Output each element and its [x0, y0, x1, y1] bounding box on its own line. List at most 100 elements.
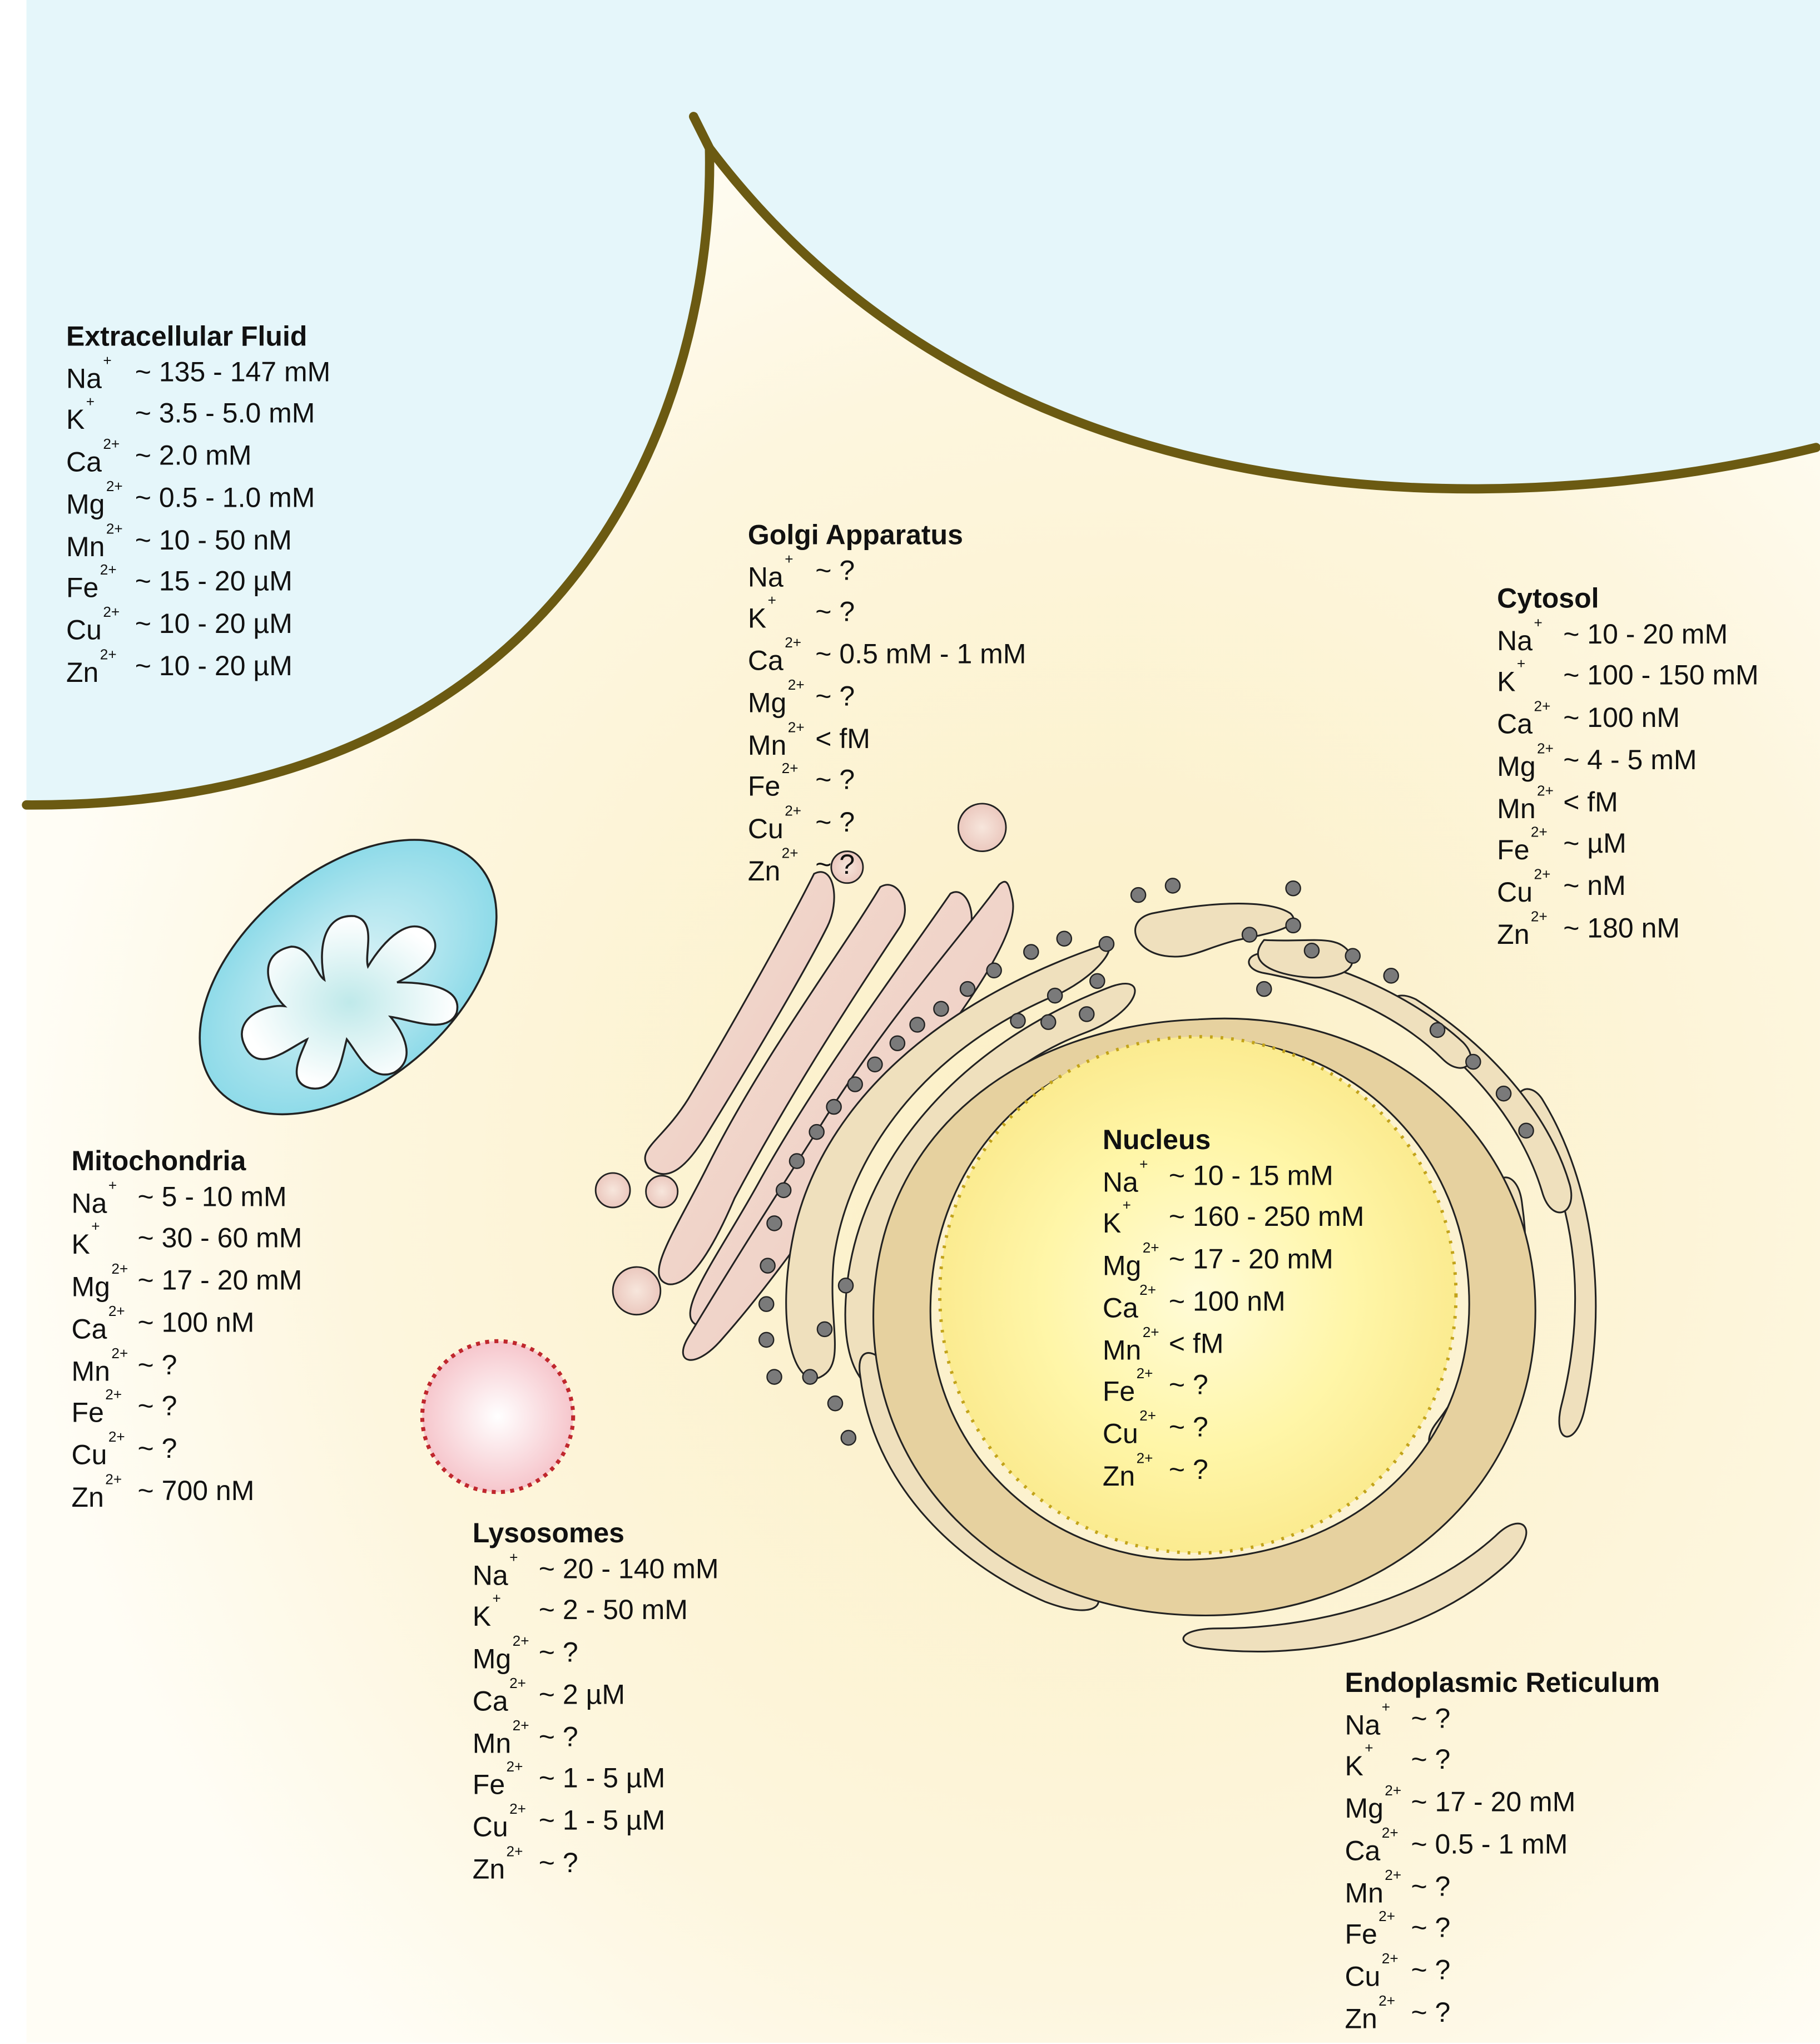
- ion-row: Fe2+~ ?: [748, 761, 1026, 806]
- ion-symbol: K: [1345, 1752, 1363, 1783]
- ion-value: ~ ?: [1411, 1955, 1451, 1986]
- ion-value: ~ 17 - 20 mM: [1168, 1244, 1333, 1275]
- ion-symbol: Mn: [71, 1356, 111, 1387]
- ribosomes: [758, 878, 1534, 1446]
- ion-row: Na+~ 135 - 147 mM: [66, 353, 331, 398]
- ion-symbol: Zn: [1345, 2003, 1377, 2035]
- ion-symbol: Mg: [66, 489, 105, 521]
- ion-charge: 2+: [1385, 1783, 1402, 1800]
- ion-charge: +: [1381, 1699, 1391, 1716]
- ion-symbol: Cu: [472, 1812, 508, 1843]
- ion-charge: 2+: [1142, 1324, 1159, 1341]
- cytosol-panel: Cytosol Na+~ 10 - 20 mM K+~ 100 - 150 mM…: [1497, 582, 1758, 953]
- ion-symbol: K: [66, 405, 85, 437]
- ion-row: Mn2+< fM: [1497, 783, 1758, 828]
- ion-charge: +: [509, 1550, 518, 1566]
- ion-value: ~ ?: [815, 807, 855, 838]
- ion-row: Mn2+< fM: [748, 719, 1026, 764]
- ion-row: Mn2+< fM: [1103, 1324, 1364, 1369]
- ion-charge: 2+: [1381, 1825, 1399, 1842]
- ion-charge: +: [103, 353, 112, 369]
- ion-value: ~ ?: [815, 556, 855, 586]
- ion-charge: +: [1516, 657, 1526, 674]
- ion-symbol: K: [1497, 667, 1516, 699]
- ion-value: ~ ?: [137, 1392, 177, 1423]
- ion-charge: 2+: [106, 479, 123, 495]
- ion-charge: 2+: [785, 635, 802, 652]
- ion-value: ~ 10 - 15 mM: [1168, 1160, 1333, 1191]
- ion-charge: +: [91, 1220, 100, 1236]
- ion-row: K+~ 3.5 - 5.0 mM: [66, 395, 330, 439]
- ion-symbol: Zn: [1497, 919, 1530, 951]
- ion-charge: 2+: [1534, 699, 1551, 715]
- ion-row: Fe2+~ 1 - 5 µM: [472, 1760, 719, 1804]
- ion-value: ~ ?: [1411, 1703, 1451, 1734]
- ion-value: ~ 0.5 - 1.0 mM: [135, 483, 315, 514]
- ion-symbol: Mg: [472, 1644, 512, 1675]
- ion-value: ~ 135 - 147 mM: [135, 357, 331, 388]
- ion-symbol: Cu: [1102, 1419, 1138, 1450]
- ion-value: ~ 2 - 50 mM: [538, 1596, 688, 1627]
- nucleus: [938, 1035, 1458, 1555]
- ion-row: Na+~ ?: [748, 552, 1026, 596]
- ion-symbol: Fe: [472, 1770, 505, 1801]
- ion-symbol: Na: [1102, 1167, 1138, 1198]
- ion-row: Zn2+~ ?: [748, 845, 1026, 890]
- endoplasmic-reticulum-panel: Endoplasmic Reticulum Na+~ ? K+~ ? Mg2+~…: [1345, 1667, 1660, 2038]
- ion-charge: +: [1122, 1199, 1131, 1215]
- ion-row: Mg2+~ 17 - 20 mM: [1345, 1783, 1660, 1828]
- cell-membrane-tip: [688, 112, 715, 153]
- ion-row: Fe2+~ 15 - 20 µM: [66, 563, 330, 607]
- lysosomes-panel: Lysosomes Na+~ 20 - 140 mM K+~ 2 - 50 mM…: [473, 1517, 719, 1888]
- ion-symbol: K: [71, 1230, 90, 1261]
- ion-charge: 2+: [1136, 1367, 1153, 1383]
- ion-symbol: K: [472, 1602, 492, 1633]
- ion-value: ~ ?: [137, 1433, 177, 1464]
- ion-symbol: Zn: [66, 657, 99, 688]
- ion-value: ~ ?: [1411, 1997, 1451, 2028]
- ion-charge: 2+: [787, 719, 805, 736]
- ion-charge: 2+: [1378, 1993, 1396, 2010]
- ion-symbol: Fe: [1497, 835, 1530, 867]
- ion-row: Zn2+~ 700 nM: [72, 1472, 302, 1516]
- ion-value: ~ 20 - 140 mM: [538, 1553, 719, 1585]
- panel-title: Golgi Apparatus: [747, 520, 963, 551]
- ion-row: Na+~ ?: [1345, 1699, 1660, 1744]
- panel-title: Extracellular Fluid: [66, 321, 308, 353]
- ion-value: ~ ?: [815, 681, 855, 712]
- ion-value: ~ 1 - 5 µM: [538, 1764, 666, 1794]
- ion-value: ~ 700 nM: [137, 1476, 255, 1506]
- panel-title: Endoplasmic Reticulum: [1345, 1668, 1660, 1699]
- ion-value: ~ 2.0 mM: [135, 441, 252, 472]
- ion-charge: 2+: [108, 1304, 125, 1320]
- ion-charge: 2+: [105, 1388, 122, 1404]
- panel-title: Nucleus: [1102, 1125, 1211, 1156]
- ion-charge: 2+: [1139, 1283, 1157, 1299]
- ion-value: ~ nM: [1563, 871, 1626, 902]
- mitochondrion: [199, 839, 498, 1116]
- ion-symbol: Ca: [66, 447, 102, 478]
- ion-charge: 2+: [103, 605, 120, 621]
- ion-symbol: Fe: [1102, 1377, 1135, 1408]
- ion-symbol: Na: [1497, 626, 1533, 656]
- ion-row: Na+ ~ 20 - 140 mM: [472, 1550, 719, 1594]
- ion-symbol: Mn: [1345, 1878, 1383, 1909]
- ion-row: Cu2+~ 10 - 20 µM: [66, 605, 330, 649]
- ion-row: Mn2+~ ?: [473, 1718, 719, 1762]
- ion-value: ~ ?: [1411, 1745, 1451, 1776]
- ion-row: Cu2+~ ?: [72, 1430, 302, 1474]
- ion-row: K+~ 30 - 60 mM: [71, 1220, 302, 1264]
- ion-symbol: Ca: [1102, 1293, 1138, 1324]
- mitochondria-panel: Mitochondria Na+~ 5 - 10 mM K+~ 30 - 60 …: [72, 1145, 302, 1516]
- ion-charge: 2+: [1139, 1408, 1157, 1425]
- ion-charge: 2+: [1378, 1909, 1396, 1926]
- ion-symbol: Cu: [1497, 877, 1533, 908]
- ion-row: Na+~ 5 - 10 mM: [71, 1178, 302, 1223]
- ion-symbol: Na: [472, 1560, 508, 1591]
- extracellular-fluid: [26, 0, 1820, 805]
- ion-value: ~ 10 - 20 µM: [135, 608, 292, 640]
- ion-symbol: Na: [71, 1188, 107, 1219]
- ion-charge: 2+: [1136, 1450, 1153, 1467]
- ion-row: Ca2+~ 0.5 - 1 mM: [1345, 1825, 1660, 1870]
